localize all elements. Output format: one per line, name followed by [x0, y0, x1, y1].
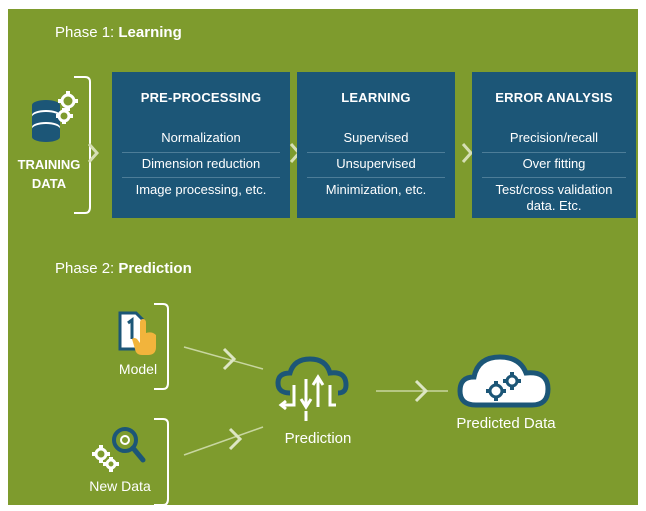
- phase1-name: Learning: [118, 24, 182, 41]
- model-bracket: [154, 303, 169, 390]
- learning-title: LEARNING: [341, 90, 411, 105]
- chevron-3-icon: [461, 143, 474, 163]
- document-hand-icon: [118, 311, 156, 355]
- database-gears-icon: [32, 91, 78, 142]
- prediction-chevron-icon: [414, 379, 429, 403]
- training-bracket: [74, 76, 91, 214]
- connectors-layer: [74, 76, 474, 505]
- magnifier-gears-icon: [92, 427, 146, 472]
- learning-item: Supervised: [343, 130, 409, 145]
- divider: [307, 177, 445, 178]
- error-analysis-item: data. Etc.: [526, 198, 582, 213]
- new-data-label: New Data: [89, 478, 151, 494]
- phase2-name: Prediction: [118, 260, 192, 277]
- learning-item: Unsupervised: [336, 156, 416, 171]
- error-analysis-item: Over fitting: [522, 156, 586, 171]
- preprocessing-item: Image processing, etc.: [135, 182, 267, 197]
- phase2-prefix: Phase 2:: [55, 260, 119, 277]
- newdata-to-prediction-line: [183, 426, 264, 456]
- preprocessing-title: PRE-PROCESSING: [140, 90, 262, 105]
- new-data-bracket: [154, 418, 169, 505]
- phase2-heading: Phase 2: Prediction: [55, 260, 192, 277]
- prediction-label: Prediction: [284, 430, 352, 447]
- error-analysis-item: Test/cross validation: [495, 182, 613, 197]
- training-line1: TRAINING: [17, 157, 81, 172]
- preprocessing-item: Normalization: [161, 130, 241, 145]
- divider: [122, 152, 280, 153]
- model-to-prediction-line: [183, 346, 264, 370]
- preprocessing-box: PRE-PROCESSING Normalization Dimension r…: [112, 72, 290, 218]
- error-analysis-item: Precision/recall: [509, 130, 599, 145]
- phase1-prefix: Phase 1:: [55, 24, 119, 41]
- learning-box: LEARNING Supervised Unsupervised Minimiz…: [297, 72, 455, 218]
- divider: [482, 177, 626, 178]
- error-analysis-box: ERROR ANALYSIS Precision/recall Over fit…: [472, 72, 636, 218]
- phase1-heading: Phase 1: Learning: [55, 24, 182, 41]
- cloud-gears-icon: [457, 354, 551, 408]
- error-analysis-title: ERROR ANALYSIS: [495, 90, 613, 105]
- learning-item: Minimization, etc.: [325, 182, 427, 197]
- divider: [307, 152, 445, 153]
- chevron-1-icon: [87, 143, 100, 163]
- predicted-data-label: Predicted Data: [456, 415, 556, 432]
- newdata-chevron-icon: [228, 427, 243, 451]
- preprocessing-item: Dimension reduction: [141, 156, 261, 171]
- training-line2: DATA: [31, 176, 67, 191]
- model-label: Model: [118, 361, 158, 377]
- divider: [482, 152, 626, 153]
- training-data-label: TRAINING DATA: [12, 155, 86, 193]
- divider: [122, 177, 280, 178]
- cloud-arrows-icon: [275, 356, 349, 421]
- model-chevron-icon: [222, 347, 237, 371]
- diagram-canvas: Phase 1: Learning TRAINING DATA: [8, 9, 638, 505]
